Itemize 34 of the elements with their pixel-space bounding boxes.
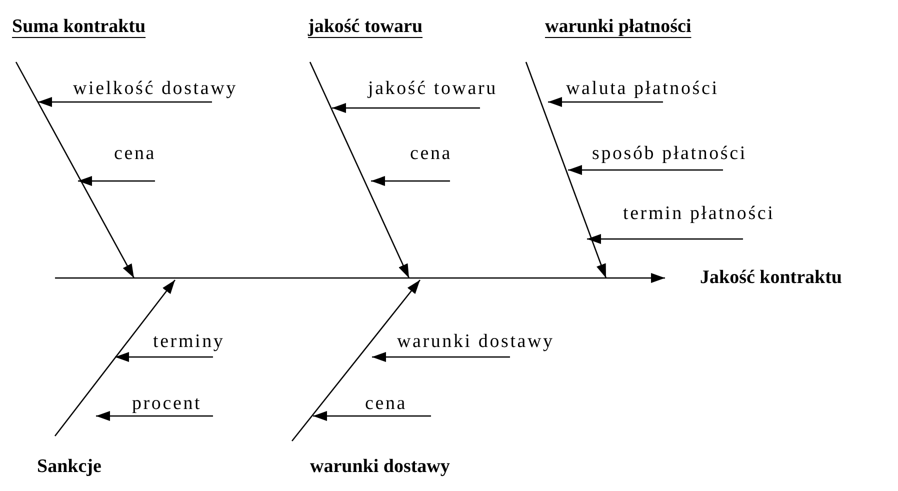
cause-label: waluta płatności	[566, 78, 719, 99]
category-heading: Suma kontraktu	[12, 16, 146, 37]
category-heading: jakość towaru	[308, 16, 423, 37]
cause-arrow	[548, 97, 663, 107]
effect-label: Jakość kontraktu	[700, 267, 842, 288]
cause-arrow	[332, 103, 480, 113]
cause-label: cena	[114, 143, 156, 164]
category-heading: warunki płatności	[545, 16, 692, 37]
cause-arrow	[372, 352, 510, 362]
cause-arrow	[96, 411, 213, 421]
cause-arrow	[568, 165, 723, 175]
cause-label: jakość towaru	[368, 78, 498, 99]
cause-label: terminy	[153, 331, 225, 352]
cause-label: procent	[132, 393, 202, 414]
bone-arrow	[525, 62, 607, 278]
cause-label: wielkość dostawy	[73, 78, 238, 99]
cause-arrow	[313, 411, 431, 421]
category-heading: Sankcje	[37, 456, 102, 477]
cause-arrow	[38, 97, 212, 107]
cause-label: termin płatności	[623, 203, 775, 224]
bone-arrow	[292, 280, 420, 442]
cause-arrow	[78, 176, 155, 186]
bone-arrow	[15, 62, 135, 278]
bone-arrow	[309, 62, 410, 278]
cause-label: warunki dostawy	[397, 331, 554, 352]
cause-label: cena	[365, 393, 407, 414]
cause-arrow	[115, 352, 213, 362]
category-heading: warunki dostawy	[310, 456, 450, 477]
cause-arrow	[587, 234, 743, 244]
cause-label: cena	[410, 143, 452, 164]
bone-arrow	[54, 280, 176, 436]
spine-arrow	[55, 273, 665, 283]
cause-arrow	[371, 176, 450, 186]
cause-label: sposób płatności	[592, 143, 747, 164]
